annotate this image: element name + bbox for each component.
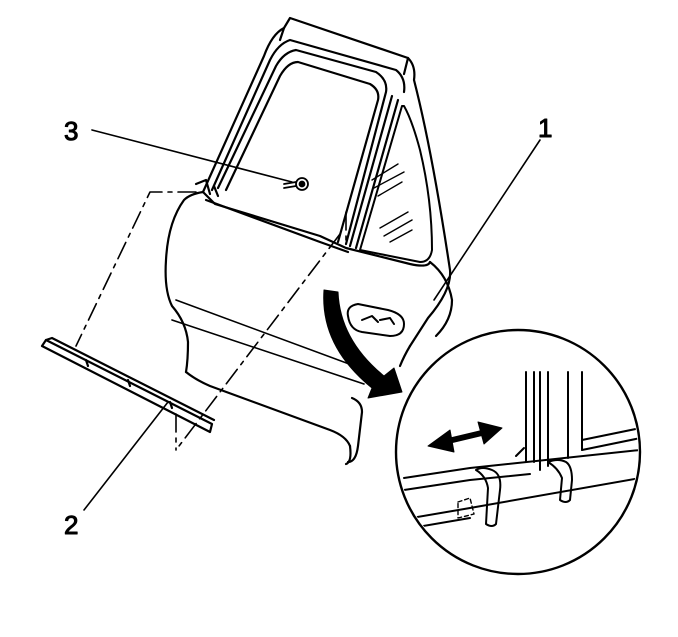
callout-number-3: 3: [64, 116, 78, 146]
installation-guide-lines: [75, 191, 347, 451]
callout-number-1: 1: [538, 113, 552, 143]
leader-2: [83, 401, 169, 511]
leader-3: [91, 129, 293, 183]
belt-molding: [40, 336, 216, 434]
double-arrow-icon: [427, 421, 503, 453]
molding-retainer-clip: [283, 177, 309, 191]
callout-leaders: [83, 129, 541, 511]
door-window-frame: [201, 16, 452, 348]
callout-number-2: 2: [64, 510, 78, 540]
door-handle-recess: [346, 303, 405, 337]
magnify-arrow: [323, 289, 403, 399]
rear-vent-glass: [359, 105, 433, 263]
leader-1: [433, 139, 541, 301]
door-panel: [164, 178, 454, 466]
detail-magnifier: [394, 328, 642, 576]
